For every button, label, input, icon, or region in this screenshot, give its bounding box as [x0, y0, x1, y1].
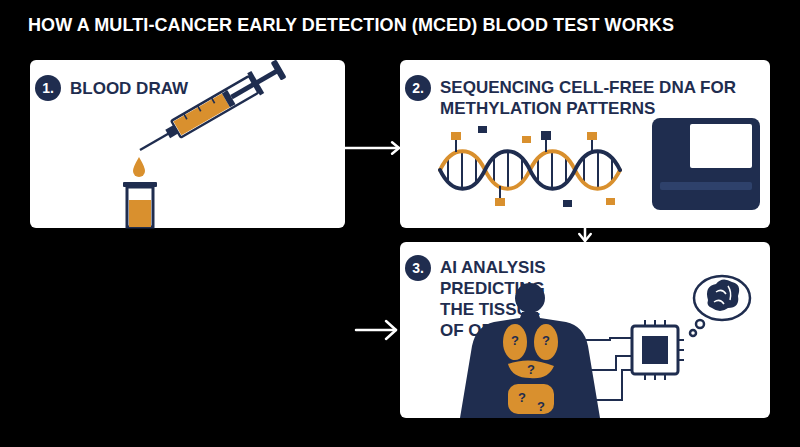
- arrow-head: [392, 142, 399, 153]
- step-heading: SEQUENCING CELL-FREE DNA FOR METHYLATION…: [440, 77, 760, 119]
- step-number: 1.: [42, 81, 54, 95]
- arrow-shaft: [584, 228, 587, 241]
- step-heading: BLOOD DRAW: [70, 78, 330, 99]
- arrow-shaft: [345, 147, 399, 150]
- step-number: 2.: [412, 81, 424, 95]
- question-mark: ?: [542, 334, 550, 347]
- question-mark: ?: [511, 334, 519, 347]
- arrow-head: [386, 321, 396, 339]
- arrow-head: [579, 234, 590, 241]
- question-mark: ?: [527, 363, 535, 376]
- step-number-circle: 1.: [35, 75, 61, 101]
- question-mark: ?: [537, 400, 545, 413]
- step-number: 3.: [412, 261, 424, 275]
- flow-arrow: [579, 228, 590, 241]
- step-panel: AI ANALYSIS PREDICTING THE TISSUE OF ORI…: [400, 242, 770, 418]
- step-number-circle: 2.: [405, 75, 431, 101]
- question-mark: ?: [518, 391, 526, 404]
- step-panel: SEQUENCING CELL-FREE DNA FOR METHYLATION…: [400, 60, 770, 228]
- flow-arrow: [345, 142, 399, 153]
- pointer-arrow: [356, 321, 396, 339]
- arrow-shaft: [356, 329, 396, 332]
- step-number-circle: 3.: [405, 255, 431, 281]
- step-heading: AI ANALYSIS PREDICTING THE TISSUE OF ORI…: [440, 257, 565, 341]
- step-panel: BLOOD DRAW 1.: [30, 60, 345, 228]
- diagram-title: HOW A MULTI-CANCER EARLY DETECTION (MCED…: [28, 15, 674, 36]
